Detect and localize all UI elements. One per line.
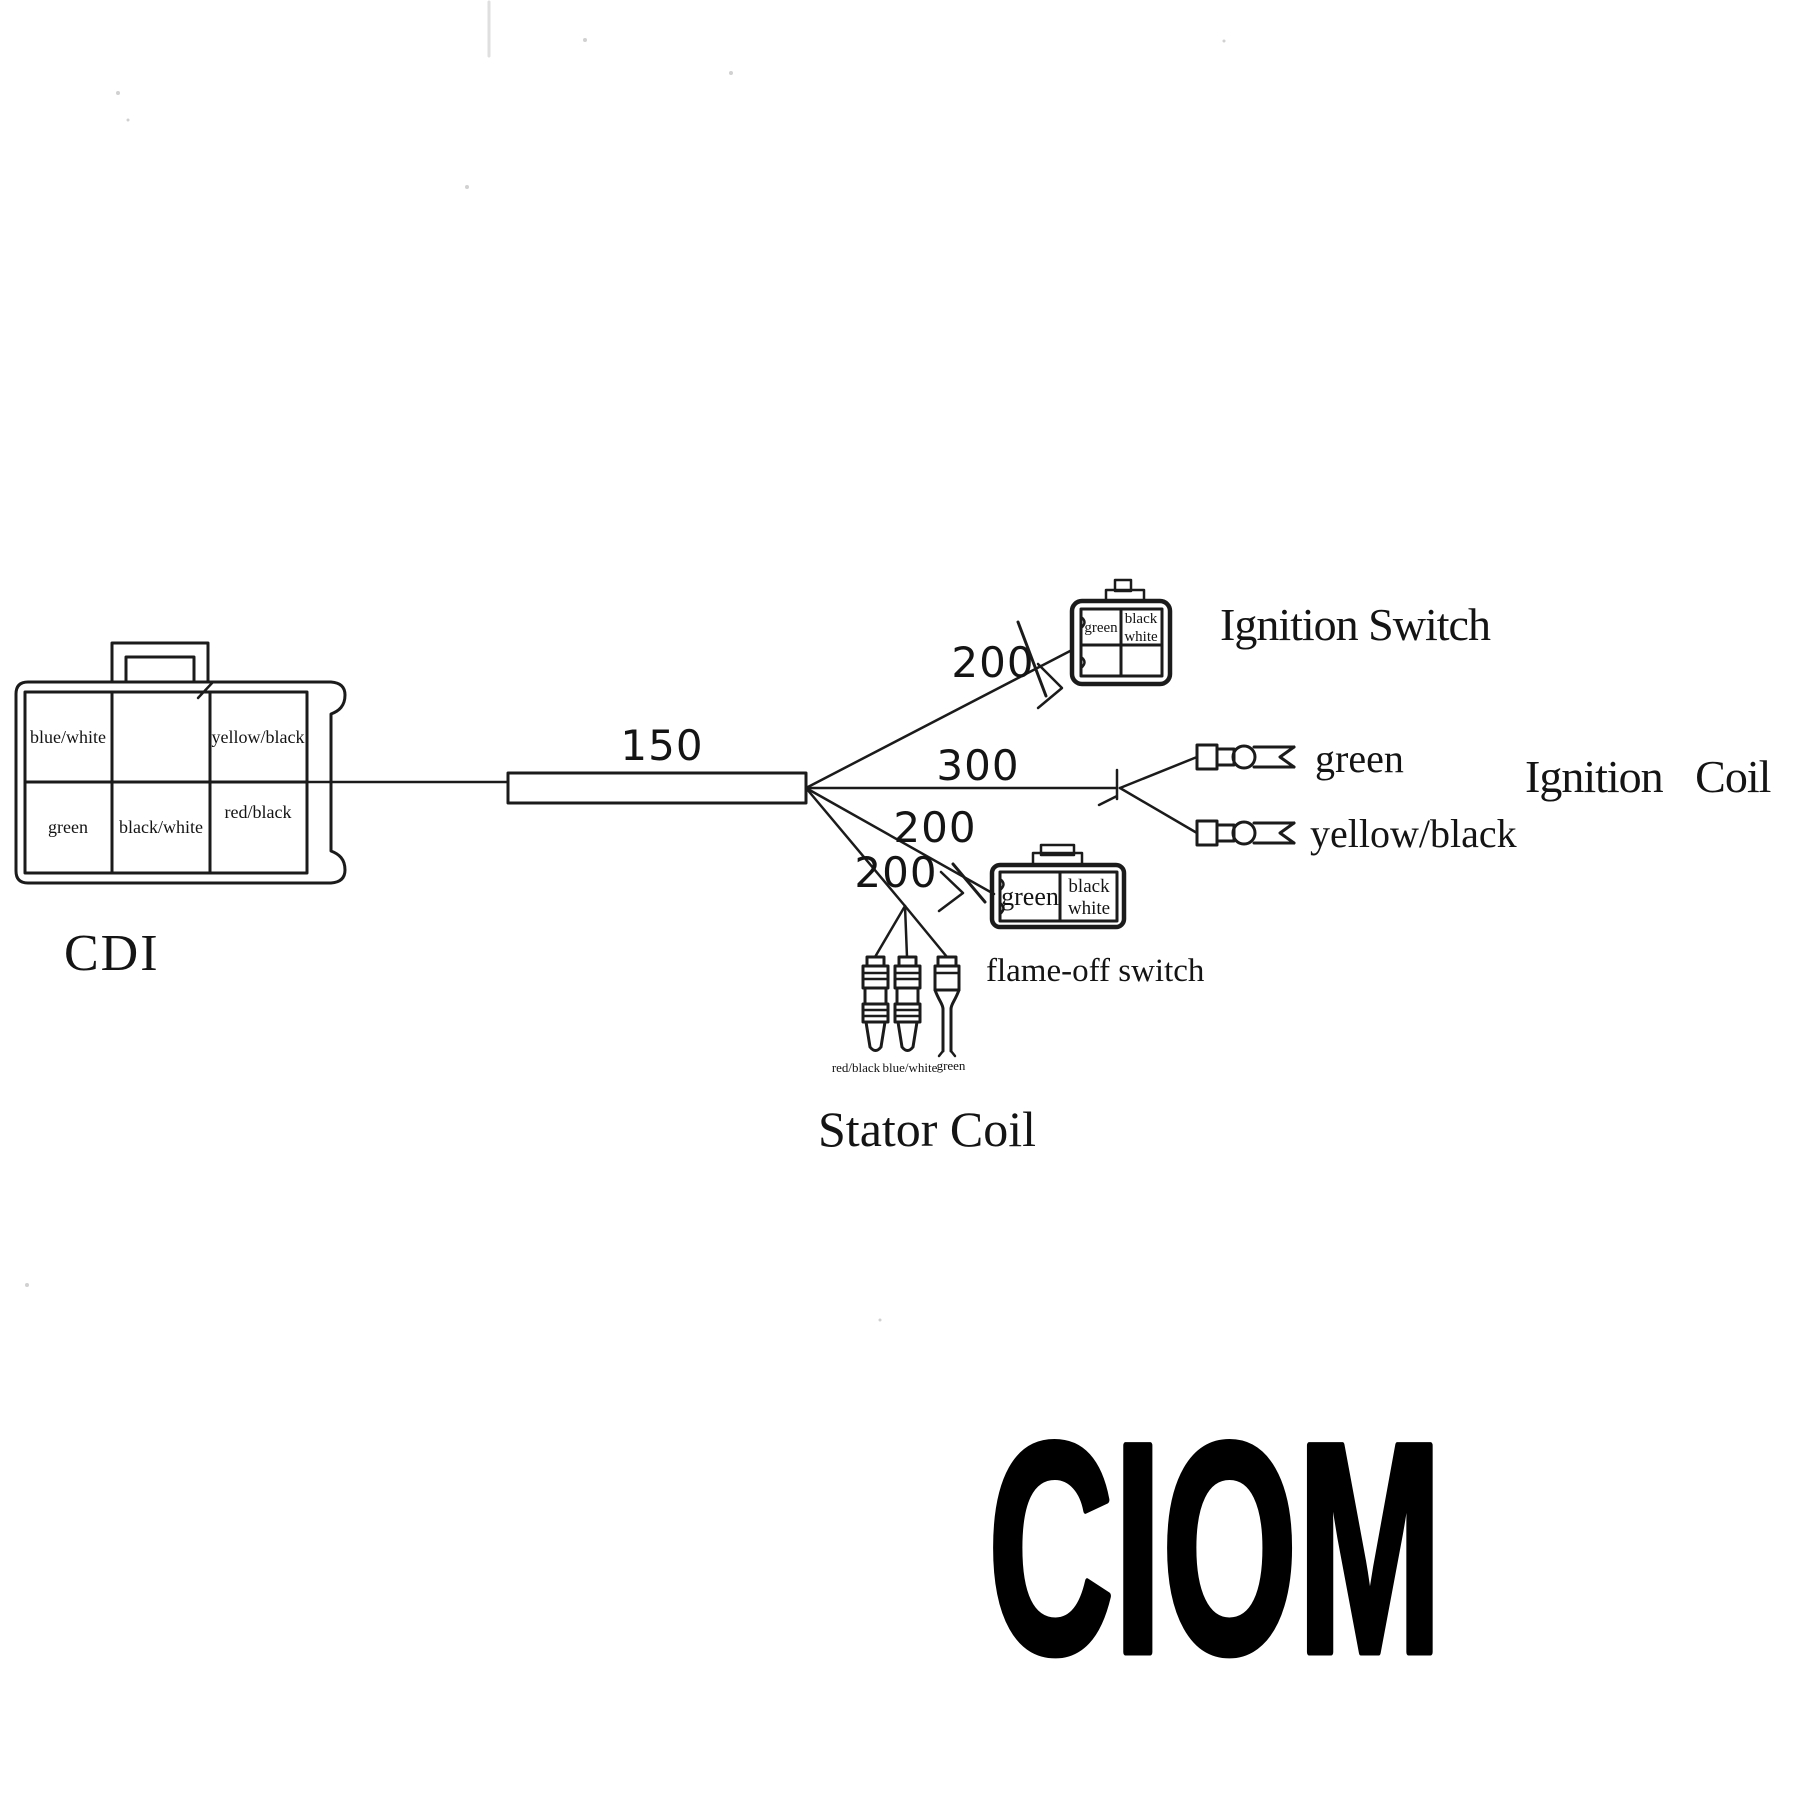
ignition-switch-pin-black: black [1125,611,1158,627]
ignition-coil-terminal-top [1195,743,1296,771]
flame-off-switch-connector: green black white [989,843,1127,930]
stator-fan-wire-1 [873,904,907,959]
flame-off-pin-white: white [1068,898,1110,919]
wire-break-slash [951,862,987,904]
flame-off-switch-branch: 200 green black white flame-off switch [893,803,1204,989]
wire-fork-top [1118,755,1199,790]
connector-key-notches [1079,615,1086,670]
stator-terminal-label-blue-white: blue/white [883,1060,938,1075]
stator-coil-branch: 200 [818,848,1036,1157]
cdi-connector: blue/white yellow/black green black/whit… [14,641,347,885]
ignition-switch-label: Ignition Switch [1220,599,1491,650]
stator-terminal-label-green: green [937,1058,966,1073]
cdi-pin-green: green [48,817,88,837]
wire-break-chevron [937,870,965,913]
ignition-coil-terminal-bottom [1195,819,1296,847]
wire-break-chevron [1036,662,1064,710]
cdi-pin-grid [23,680,309,875]
cdi-label: CDI [64,925,160,982]
stator-terminal-blue-white [893,955,922,1052]
ignition-coil-wire-length: 300 [936,741,1019,790]
ignition-coil-terminal-yellow-black-label: yellow/black [1310,811,1517,856]
flame-off-switch-label: flame-off switch [986,953,1205,989]
wire-to-ignition-switch [804,648,1074,790]
wire-fork-bottom [1118,786,1199,835]
ignition-switch-pin-green: green [1084,620,1118,636]
cdi-pin-yellow-black: yellow/black [212,727,305,747]
ignition-switch-branch: 200 green black white Ignition Switch [951,578,1492,710]
stator-coil-label: Stator Coil [818,1101,1036,1157]
cdi-pin-black-white: black/white [119,817,203,837]
stator-terminal-green [933,955,961,1058]
ignition-switch-connector: green black white [1069,578,1173,687]
ignition-switch-wire-length: 200 [951,638,1034,687]
flame-off-pin-black: black [1068,876,1110,897]
harness-length-label: 150 [620,721,703,770]
wire-break-slash [1016,620,1048,698]
flame-off-pin-green: green [1001,882,1059,911]
ignition-coil-branch: 300 green yellow/black Ignition Coil [936,736,1771,856]
stator-fan-wire-3 [903,904,949,959]
ignition-switch-pin-white: white [1124,629,1158,645]
cdi-pin-red-black: red/black [225,802,292,822]
connector-key-notches [998,877,1005,916]
stator-wire-length: 200 [854,848,937,897]
cdi-shell [14,680,347,885]
stator-fan-wire-2 [903,904,909,959]
cdi-latch-inner [124,655,196,684]
scan-noise [25,0,1226,1322]
stator-terminal-label-red-black: red/black [832,1060,881,1075]
cdi-pin-blue-white: blue/white [30,727,106,747]
flame-off-wire-length: 200 [893,803,976,852]
ignition-coil-terminal-green-label: green [1315,736,1404,781]
ignition-coil-label: Ignition Coil [1525,751,1771,802]
wire-end-tick [1097,768,1119,807]
harness-sleeve [506,771,808,805]
wire-to-stator-coil [804,786,907,908]
pin1-tick [196,680,215,700]
ciom-watermark: CIOM [988,1380,1442,1715]
stator-terminal-red-black [861,955,890,1052]
